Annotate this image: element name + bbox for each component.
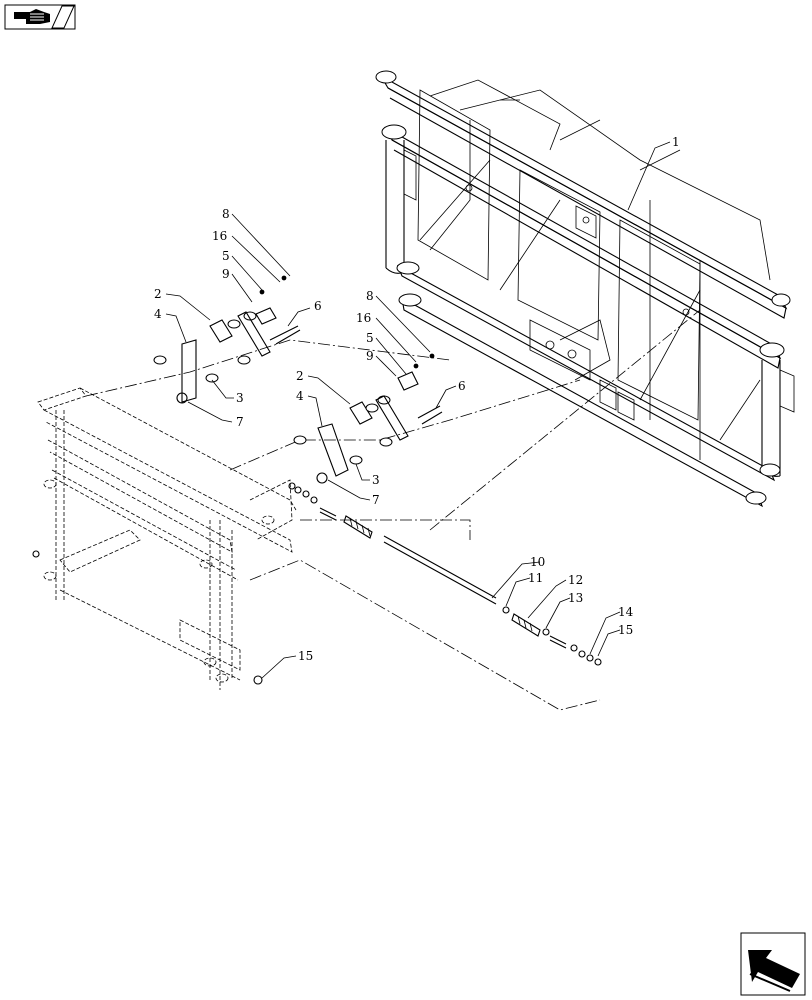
link-assembly-b xyxy=(293,353,443,484)
assembly-center-lines xyxy=(85,309,701,711)
callout-3: 3 xyxy=(236,391,244,405)
callout-8: 8 xyxy=(222,207,230,221)
prev-page-button[interactable] xyxy=(4,4,76,30)
callout-5: 5 xyxy=(222,249,230,263)
callout-13: 13 xyxy=(568,591,583,605)
callout-2: 2 xyxy=(296,369,304,383)
rod-assembly xyxy=(32,482,602,685)
callout-10: 10 xyxy=(530,555,545,569)
callout-16: 16 xyxy=(356,311,371,325)
callout-4: 4 xyxy=(296,389,304,403)
callout-11: 11 xyxy=(528,571,543,585)
hand-pointing-left-icon xyxy=(14,9,50,24)
callout-12: 12 xyxy=(568,573,583,587)
callout-6: 6 xyxy=(314,299,322,313)
callout-5: 5 xyxy=(366,331,374,345)
callout-7: 7 xyxy=(236,415,244,429)
callout-14: 14 xyxy=(618,605,634,619)
arrow-pointing-up-left-icon xyxy=(748,950,800,992)
callout-9: 9 xyxy=(222,267,230,281)
callout-15: 15 xyxy=(618,623,633,637)
link-assembly-a xyxy=(153,275,301,404)
callout-4: 4 xyxy=(154,307,162,321)
callout-6: 6 xyxy=(458,379,466,393)
callout-1: 1 xyxy=(672,135,680,149)
callout-2: 2 xyxy=(154,287,162,301)
mounting-frame-phantom xyxy=(37,387,297,690)
callout-labels: 1 2 4 8 16 5 9 6 3 7 8 16 5 9 2 4 6 3 7 … xyxy=(154,135,680,663)
callout-9: 9 xyxy=(366,349,374,363)
callout-leaders xyxy=(165,141,671,679)
callout-7: 7 xyxy=(372,493,380,507)
callout-16: 16 xyxy=(212,229,227,243)
callout-3: 3 xyxy=(372,473,380,487)
callout-15: 15 xyxy=(298,649,313,663)
main-frame-assembly xyxy=(375,70,795,508)
callout-8: 8 xyxy=(366,289,374,303)
next-page-button[interactable] xyxy=(740,932,806,996)
